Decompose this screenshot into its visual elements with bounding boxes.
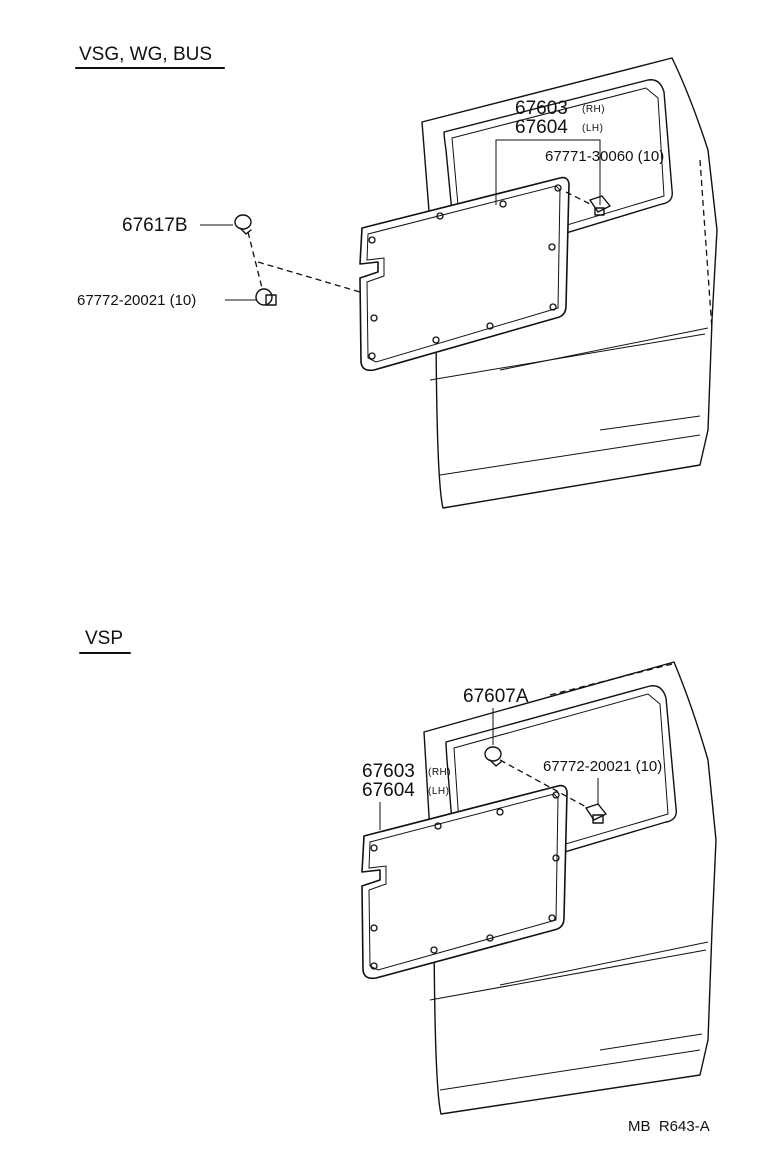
top-door-window (443, 79, 673, 264)
top-trim-board-inner (366, 185, 561, 363)
bottom-view: VSP 67603 (RH) 67604 (LH) (79, 628, 717, 1115)
top-rh-tag: (RH) (582, 104, 605, 115)
top-door-line-2 (499, 327, 709, 371)
bottom-trim-board (361, 784, 568, 980)
top-pn-lh: 67604 (515, 117, 568, 138)
bottom-pn-rh: 67603 (362, 761, 415, 782)
top-lh-tag: (LH) (582, 123, 603, 134)
top-clip-dash-vertical (247, 231, 263, 289)
top-door-line-1 (429, 333, 706, 381)
bottom-door-line-4 (439, 1049, 701, 1091)
bottom-board-holes (370, 791, 560, 970)
bottom-door-top-dash (549, 663, 673, 696)
bottom-door-line-2 (429, 949, 707, 1001)
bottom-trim-board-inner (368, 793, 559, 971)
bottom-lh-tag: (LH) (428, 786, 449, 797)
bottom-door-panel (423, 661, 717, 1115)
top-board-holes (368, 184, 562, 360)
bottom-clip-center-label: 67607A (463, 686, 529, 707)
top-fastener-left-label: 67772-20021 (10) (77, 292, 196, 309)
top-door-panel (421, 57, 718, 509)
top-clip-left-label: 67617B (122, 215, 188, 236)
bottom-heading: VSP (85, 628, 123, 649)
top-view: VSG, WG, BUS 67603 (75, 44, 718, 509)
top-door-line-3 (599, 415, 701, 431)
bottom-rh-tag: (RH) (428, 767, 451, 778)
top-pn-rh: 67603 (515, 98, 568, 119)
bottom-clip-center-dash (499, 759, 589, 809)
bottom-door-window (445, 685, 677, 882)
figure-code: MB R643-A (628, 1118, 710, 1135)
top-fastener-right-dash (565, 191, 591, 205)
top-fastener-right-label: 67771-30060 (10) (545, 148, 664, 165)
top-fastener-right-icon (589, 195, 611, 216)
top-door-edge-dash (699, 159, 713, 331)
bottom-clip-center-icon (484, 746, 502, 767)
top-fastener-left-icon (255, 288, 277, 306)
bottom-door-line-3 (599, 1033, 703, 1051)
bottom-fastener-right-icon (585, 803, 607, 824)
top-trim-board (359, 176, 570, 372)
bottom-pn-lh: 67604 (362, 780, 415, 801)
top-heading: VSG, WG, BUS (79, 44, 212, 65)
bottom-door-line-1 (499, 941, 709, 986)
top-clip-left-icon (234, 214, 252, 235)
top-clip-dash-to-board (257, 261, 361, 293)
bottom-fastener-right-label: 67772-20021 (10) (543, 758, 662, 775)
top-door-line-4 (439, 434, 701, 476)
